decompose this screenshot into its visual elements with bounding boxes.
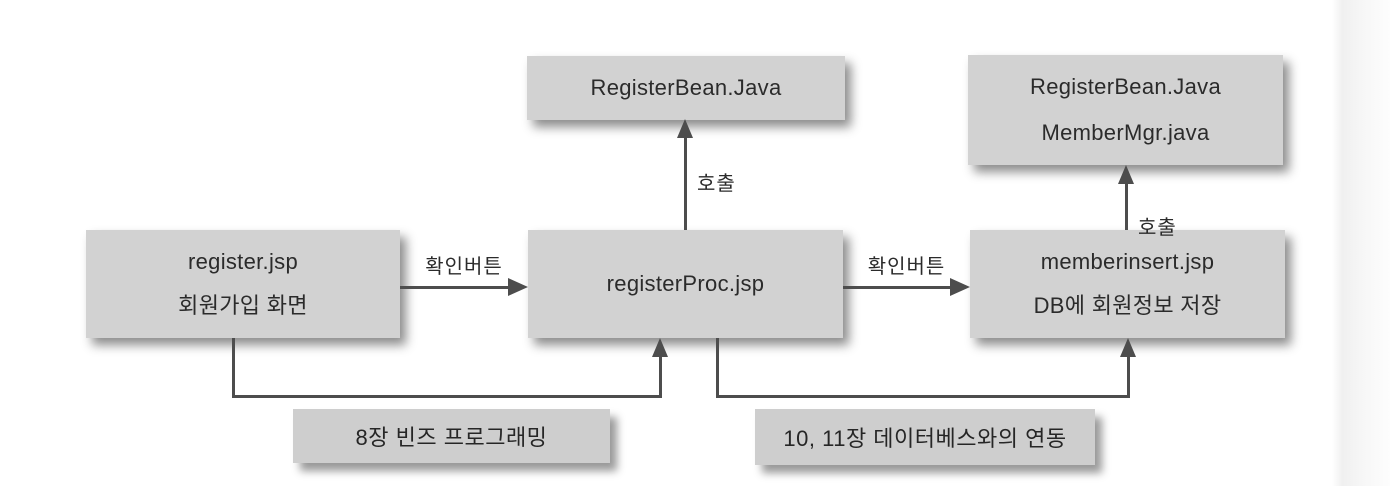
box-registerproc-jsp: registerProc.jsp	[528, 230, 843, 338]
box-memberinsert-jsp: memberinsert.jsp DB에 회원정보 저장	[970, 230, 1285, 338]
connector-line	[232, 338, 235, 398]
arrowhead-up-icon	[652, 338, 668, 357]
arrowhead-up-icon	[677, 119, 693, 138]
connector-line	[232, 395, 662, 398]
connector-line	[716, 395, 1130, 398]
box-title: registerProc.jsp	[606, 271, 765, 296]
arrow-line	[684, 134, 687, 230]
edge-label-confirm-2: 확인버튼	[867, 256, 946, 278]
box-title: register.jsp	[188, 249, 298, 274]
label-box-chapter10-11: 10, 11장 데이터베스와의 연동	[755, 409, 1095, 465]
arrow-line	[400, 286, 512, 289]
page-edge-gradient	[1332, 0, 1390, 486]
edge-label-confirm-1: 확인버튼	[425, 256, 503, 278]
box-subtitle: DB에 회원정보 저장	[1033, 293, 1222, 318]
box-title: memberinsert.jsp	[1040, 249, 1215, 274]
box-registerbean-java: RegisterBean.Java	[527, 56, 845, 120]
label-box-chapter8: 8장 빈즈 프로그래밍	[293, 409, 610, 463]
connector-line	[1127, 353, 1130, 398]
label-box-text: 8장 빈즈 프로그래밍	[355, 425, 548, 450]
box-register-jsp: register.jsp 회원가입 화면	[86, 230, 400, 338]
connector-line	[659, 353, 662, 398]
arrowhead-up-icon	[1120, 338, 1136, 357]
box-title: RegisterBean.Java	[590, 75, 782, 100]
box-title: RegisterBean.Java	[1030, 74, 1221, 99]
box-subtitle: MemberMgr.java	[1041, 120, 1210, 145]
arrow-line	[1125, 180, 1128, 230]
connector-line	[716, 338, 719, 398]
label-box-text: 10, 11장 데이터베스와의 연동	[783, 426, 1067, 451]
box-registerbean-membermgr: RegisterBean.Java MemberMgr.java	[968, 55, 1283, 165]
box-subtitle: 회원가입 화면	[178, 293, 308, 318]
arrow-line	[843, 286, 953, 289]
arrowhead-up-icon	[1118, 165, 1134, 184]
edge-label-call-1: 호출	[697, 173, 736, 195]
arrowhead-right-icon	[508, 278, 528, 296]
arrowhead-right-icon	[950, 278, 970, 296]
edge-label-call-2: 호출	[1138, 217, 1177, 239]
